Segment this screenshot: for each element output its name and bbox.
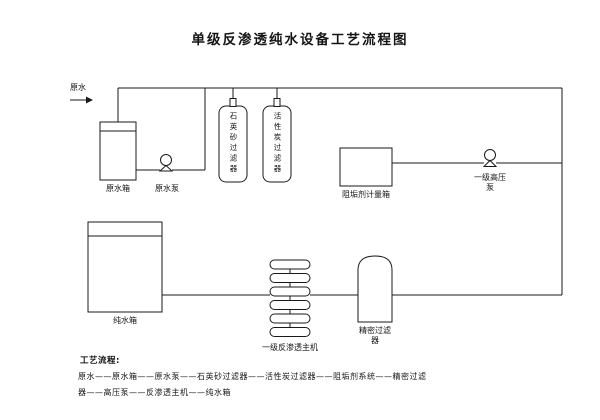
pure-water-tank-shape bbox=[87, 221, 163, 313]
ro-membrane-6 bbox=[269, 327, 311, 337]
antiscalant-tank-label: 阻垢剂计量箱 bbox=[342, 190, 390, 199]
inlet-arrow-head bbox=[86, 96, 93, 104]
ro-membrane-1 bbox=[269, 259, 311, 270]
precision-filter-label: 精密过滤 器 bbox=[359, 326, 391, 346]
hp-pump-label-line2: 泵 bbox=[486, 183, 494, 192]
legend-line1: 原水——原水箱——原水泵——石英砂过滤器——活性炭过滤器——阻垢剂系统——精密过… bbox=[78, 372, 427, 381]
raw-water-pump-base bbox=[158, 164, 174, 172]
raw-water-pump-head bbox=[160, 154, 172, 166]
piping-lines bbox=[117, 87, 563, 296]
legend-heading: 工艺流程: bbox=[80, 356, 120, 366]
ro-membrane-5 bbox=[269, 313, 311, 324]
pipe-network bbox=[117, 87, 563, 296]
antiscalant-tank-shape bbox=[339, 147, 393, 187]
quartz-filter-label: 石英砂过滤器 bbox=[229, 112, 238, 175]
ro-membrane-2 bbox=[269, 273, 311, 283]
hp-pump-label: 一级高压 泵 bbox=[474, 173, 506, 193]
raw-water-pump-label: 原水泵 bbox=[155, 184, 179, 193]
inlet-arrow-icon bbox=[70, 96, 93, 104]
ro-unit-shape bbox=[269, 259, 311, 337]
diagram-title: 单级反渗透纯水设备工艺流程图 bbox=[191, 32, 409, 48]
carbon-filter-label: 活性炭过滤器 bbox=[273, 112, 282, 175]
carbon-filter-nozzle bbox=[273, 98, 281, 107]
hp-pump-icon bbox=[482, 149, 498, 167]
precision-filter-label-line1: 精密过滤 bbox=[359, 326, 391, 335]
antiscalant-tank-body bbox=[339, 147, 393, 187]
quartz-filter-shape bbox=[218, 98, 248, 183]
carbon-filter-shape bbox=[262, 98, 292, 183]
raw-water-tank-label: 原水箱 bbox=[106, 184, 130, 193]
inlet-label: 原水 bbox=[70, 83, 86, 92]
precision-filter-label-line2: 器 bbox=[371, 336, 379, 345]
pure-water-tank-label: 纯水箱 bbox=[113, 316, 137, 325]
quartz-filter-nozzle bbox=[229, 98, 237, 107]
pure-water-tank-body bbox=[87, 221, 163, 313]
hp-pump-base bbox=[482, 159, 498, 167]
ro-unit-label: 一级反渗透主机 bbox=[262, 343, 318, 352]
ro-membrane-4 bbox=[269, 300, 311, 310]
ro-membrane-3 bbox=[269, 286, 311, 297]
precision-filter-shape bbox=[357, 255, 393, 323]
raw-water-tank-body bbox=[99, 121, 137, 181]
raw-water-pump-icon bbox=[158, 154, 174, 172]
legend-line2: 器——高压泵——反渗透主机——纯水箱 bbox=[78, 388, 231, 397]
precision-filter-body bbox=[357, 255, 393, 323]
hp-pump-head bbox=[484, 149, 496, 161]
raw-water-tank-shape bbox=[99, 121, 137, 181]
hp-pump-label-line1: 一级高压 bbox=[474, 173, 506, 182]
